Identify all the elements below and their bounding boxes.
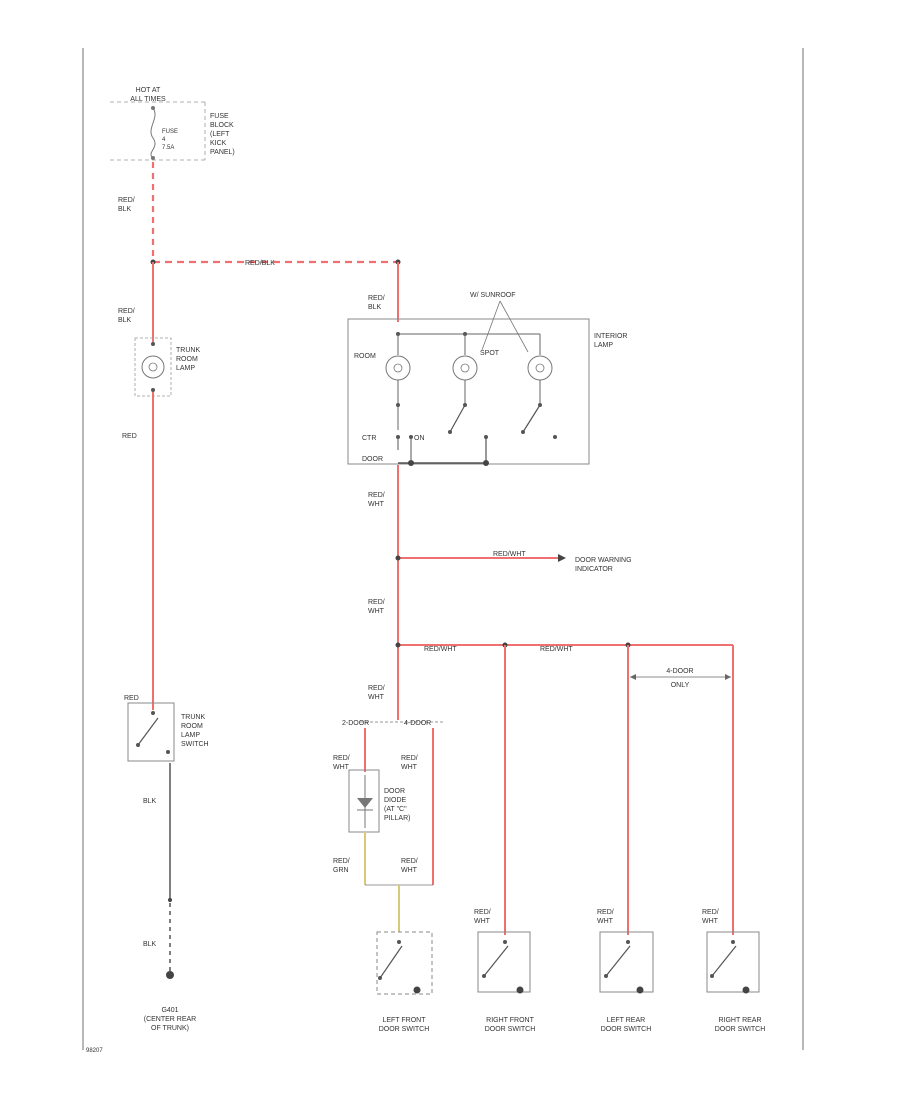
fuse-label-1: FUSE bbox=[162, 129, 178, 135]
w-sunroof-label: W/ SUNROOF bbox=[470, 292, 516, 299]
right-front-door-switch bbox=[477, 931, 531, 994]
fuse-label-3: 7.5A bbox=[162, 145, 174, 151]
red-wht-label-9b: WHT bbox=[702, 918, 719, 925]
four-door-only-label-1: 4-DOOR bbox=[666, 668, 693, 675]
trunk-room-lamp bbox=[134, 337, 172, 397]
hot-at-all-times-label-2: ALL TIMES bbox=[130, 96, 166, 103]
red-label-trunk: RED bbox=[122, 433, 137, 440]
red-wht-label-2a: RED/ bbox=[368, 599, 385, 606]
trunk-switch-label-2: ROOM bbox=[181, 723, 203, 730]
red-wht-label-7b: WHT bbox=[474, 918, 491, 925]
door-diode-label-4: PILLAR) bbox=[384, 815, 410, 822]
spot-label: SPOT bbox=[480, 350, 500, 357]
red-wht-horizontal-label-2: RED/WHT bbox=[424, 646, 457, 653]
two-door-label: 2-DOOR bbox=[342, 720, 369, 727]
diagram-id: 98207 bbox=[86, 1048, 103, 1054]
interior-lamp bbox=[347, 300, 590, 466]
trunk-room-lamp-label-1: TRUNK bbox=[176, 347, 200, 354]
red-wht-label-5a: RED/ bbox=[401, 755, 418, 762]
left-rear-door-switch-label-1: LEFT REAR bbox=[607, 1017, 645, 1024]
right-rear-door-switch bbox=[706, 931, 760, 994]
red-wht-horizontal-label-3: RED/WHT bbox=[540, 646, 573, 653]
trunk-switch-red-label: RED bbox=[124, 695, 139, 702]
left-rear-door-switch bbox=[599, 931, 654, 994]
right-rear-door-switch-label-1: RIGHT REAR bbox=[718, 1017, 761, 1024]
trunk-switch-label-3: LAMP bbox=[181, 732, 200, 739]
trunk-room-lamp-label-3: LAMP bbox=[176, 365, 195, 372]
red-blk-label-2: BLK bbox=[118, 206, 132, 213]
interior-lamp-label-2: LAMP bbox=[594, 342, 613, 349]
red-wht-label-3b: WHT bbox=[368, 694, 385, 701]
fuse-block-label-1: FUSE bbox=[210, 113, 229, 120]
door-warning-label-1: DOOR WARNING bbox=[575, 557, 632, 564]
g401-location-label-1: (CENTER REAR bbox=[144, 1016, 197, 1023]
door-warning-label-2: INDICATOR bbox=[575, 566, 613, 573]
red-wht-label-1b: WHT bbox=[368, 501, 385, 508]
on-label: ON bbox=[414, 435, 425, 442]
door-label: DOOR bbox=[362, 456, 383, 463]
red-wht-label-7a: RED/ bbox=[474, 909, 491, 916]
red-wht-label-6a: RED/ bbox=[401, 858, 418, 865]
red-grn-label-1: RED/ bbox=[333, 858, 350, 865]
right-front-door-switch-label-2: DOOR SWITCH bbox=[485, 1026, 536, 1033]
trunk-room-lamp-label-2: ROOM bbox=[176, 356, 198, 363]
fuse-block-label-3: (LEFT bbox=[210, 131, 230, 138]
red-wht-label-9a: RED/ bbox=[702, 909, 719, 916]
splice-door-warning bbox=[395, 555, 401, 561]
ground-connector-dot bbox=[168, 898, 172, 902]
four-door-only-label-2: ONLY bbox=[671, 682, 690, 689]
interior-red-blk-label-1: RED/ bbox=[368, 295, 385, 302]
left-front-door-switch-label-1: LEFT FRONT bbox=[382, 1017, 426, 1024]
red-wht-label-1a: RED/ bbox=[368, 492, 385, 499]
left-front-door-switch bbox=[376, 931, 433, 995]
red-wht-label-2b: WHT bbox=[368, 608, 385, 615]
red-wht-label-4b: WHT bbox=[333, 764, 350, 771]
blk-label-1: BLK bbox=[143, 798, 157, 805]
red-wht-label-5b: WHT bbox=[401, 764, 418, 771]
red-wht-label-8b: WHT bbox=[597, 918, 614, 925]
red-wht-label-3a: RED/ bbox=[368, 685, 385, 692]
four-door-only-bracket bbox=[630, 674, 731, 680]
red-blk-label-1: RED/ bbox=[118, 197, 135, 204]
blk-label-2: BLK bbox=[143, 941, 157, 948]
right-front-door-switch-label-1: RIGHT FRONT bbox=[486, 1017, 534, 1024]
trunk-red-blk-label-2: BLK bbox=[118, 317, 132, 324]
door-diode-label-3: (AT "C" bbox=[384, 806, 407, 813]
left-rear-door-switch-label-2: DOOR SWITCH bbox=[601, 1026, 652, 1033]
trunk-switch-label-4: SWITCH bbox=[181, 741, 209, 748]
fuse-block bbox=[110, 101, 206, 161]
right-rear-door-switch-label-2: DOOR SWITCH bbox=[715, 1026, 766, 1033]
fuse-label-2: 4 bbox=[162, 137, 166, 143]
splice-bus-1 bbox=[395, 642, 401, 648]
red-wht-label-6b: WHT bbox=[401, 867, 418, 874]
g401-location-label-2: OF TRUNK) bbox=[151, 1025, 189, 1032]
door-warning-arrow bbox=[558, 554, 566, 562]
left-front-door-switch-label-2: DOOR SWITCH bbox=[379, 1026, 430, 1033]
red-wht-label-4a: RED/ bbox=[333, 755, 350, 762]
trunk-switch-label-1: TRUNK bbox=[181, 714, 205, 721]
g401-label: G401 bbox=[161, 1007, 178, 1014]
red-blk-horizontal-label: RED/BLK bbox=[245, 260, 275, 267]
interior-lamp-label-1: INTERIOR bbox=[594, 333, 627, 340]
red-grn-label-2: GRN bbox=[333, 867, 349, 874]
red-wht-label-8a: RED/ bbox=[597, 909, 614, 916]
interior-red-blk-label-2: BLK bbox=[368, 304, 382, 311]
fuse-block-label-5: PANEL) bbox=[210, 149, 235, 156]
red-wht-horizontal-label-1: RED/WHT bbox=[493, 551, 526, 558]
hot-at-all-times-label-1: HOT AT bbox=[136, 87, 161, 94]
fuse-block-label-4: KICK bbox=[210, 140, 227, 147]
door-diode bbox=[348, 769, 380, 833]
fuse-block-label-2: BLOCK bbox=[210, 122, 234, 129]
room-label: ROOM bbox=[354, 353, 376, 360]
ctr-label: CTR bbox=[362, 435, 376, 442]
ground-point-g401 bbox=[166, 971, 174, 979]
door-diode-label-2: DIODE bbox=[384, 797, 407, 804]
four-door-label: 4-DOOR bbox=[404, 720, 431, 727]
trunk-room-lamp-switch bbox=[127, 702, 175, 762]
trunk-red-blk-label-1: RED/ bbox=[118, 308, 135, 315]
door-diode-label-1: DOOR bbox=[384, 788, 405, 795]
